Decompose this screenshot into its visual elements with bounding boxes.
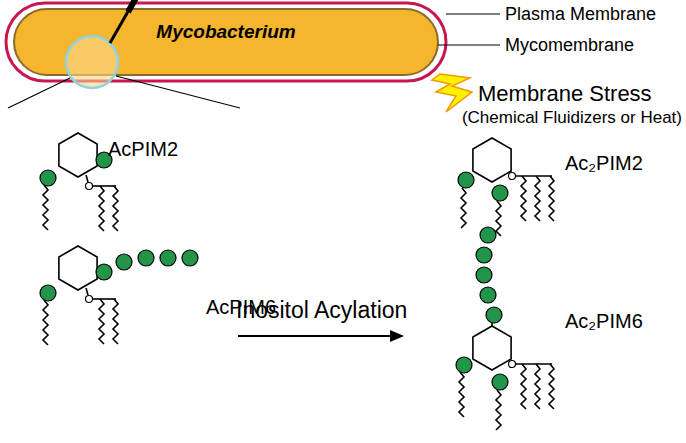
leader-line <box>446 13 500 14</box>
zoom-line <box>116 76 240 108</box>
acyl-chain <box>535 176 540 221</box>
reaction-arrow <box>238 335 392 337</box>
acyl-chain <box>43 300 48 345</box>
acyl-chain <box>43 185 48 230</box>
acyl-chain <box>549 364 554 409</box>
inositol-ring <box>473 326 511 370</box>
mannose <box>492 374 508 390</box>
acyl-chain <box>535 364 540 409</box>
leader-line <box>438 44 500 45</box>
molecule-group <box>40 133 554 430</box>
phosphate <box>509 361 516 368</box>
mannose <box>492 185 508 201</box>
lightning-bolt <box>432 74 472 112</box>
phosphate <box>86 296 93 303</box>
mannose <box>116 254 132 270</box>
mannose <box>480 227 496 243</box>
molecule-label: AcPIM2 <box>108 138 178 160</box>
mannose <box>40 285 56 301</box>
inositol-ring <box>59 133 97 177</box>
magnifier-lens <box>66 36 118 88</box>
arrow-head <box>390 330 404 342</box>
phosphate <box>86 183 93 190</box>
magnifier-handle <box>128 0 137 12</box>
acyl-chain <box>113 186 118 231</box>
stress-note: (Chemical Fluidizers or Heat) <box>462 109 682 128</box>
acyl-chain <box>113 299 118 344</box>
zoom-line <box>8 78 70 108</box>
bond <box>516 363 552 365</box>
molecule-label: Ac₂PIM2 <box>565 152 643 174</box>
acyl-chain <box>461 188 466 228</box>
mannose <box>456 357 472 373</box>
acyl-chain <box>99 299 104 344</box>
mannose <box>480 287 496 303</box>
bond <box>86 175 88 182</box>
molecule-label: Ac₂PIM6 <box>565 310 643 332</box>
magnifier-handle <box>110 8 130 43</box>
mannose <box>160 250 176 266</box>
membrane-label: Mycomembrane <box>505 36 634 56</box>
inositol-ring <box>473 138 511 182</box>
mannose <box>458 172 474 188</box>
acyl-chain <box>99 186 104 231</box>
mannose <box>486 307 502 323</box>
mannose <box>476 247 492 263</box>
bacterium-cell: Mycobacterium <box>14 9 438 75</box>
acyl-chain <box>521 364 526 409</box>
reaction-label: Inositol Acylation <box>236 298 407 323</box>
acyl-chain <box>549 176 554 221</box>
acyl-chain <box>496 201 501 236</box>
acyl-chain <box>459 372 464 417</box>
bond <box>93 185 116 187</box>
bond <box>516 175 552 177</box>
acyl-chain <box>496 390 501 430</box>
mannose <box>40 170 56 186</box>
mannose <box>138 250 154 266</box>
stress-label: Membrane Stress <box>478 82 652 106</box>
bond <box>93 298 116 300</box>
membrane-label: Plasma Membrane <box>505 5 656 25</box>
mannose <box>476 267 492 283</box>
mannose <box>182 250 198 266</box>
phosphate <box>509 173 516 180</box>
mannose <box>96 264 112 280</box>
inositol-ring <box>59 246 97 290</box>
acyl-chain <box>521 176 526 221</box>
cell-label: Mycobacterium <box>14 21 438 43</box>
bond <box>86 288 88 295</box>
